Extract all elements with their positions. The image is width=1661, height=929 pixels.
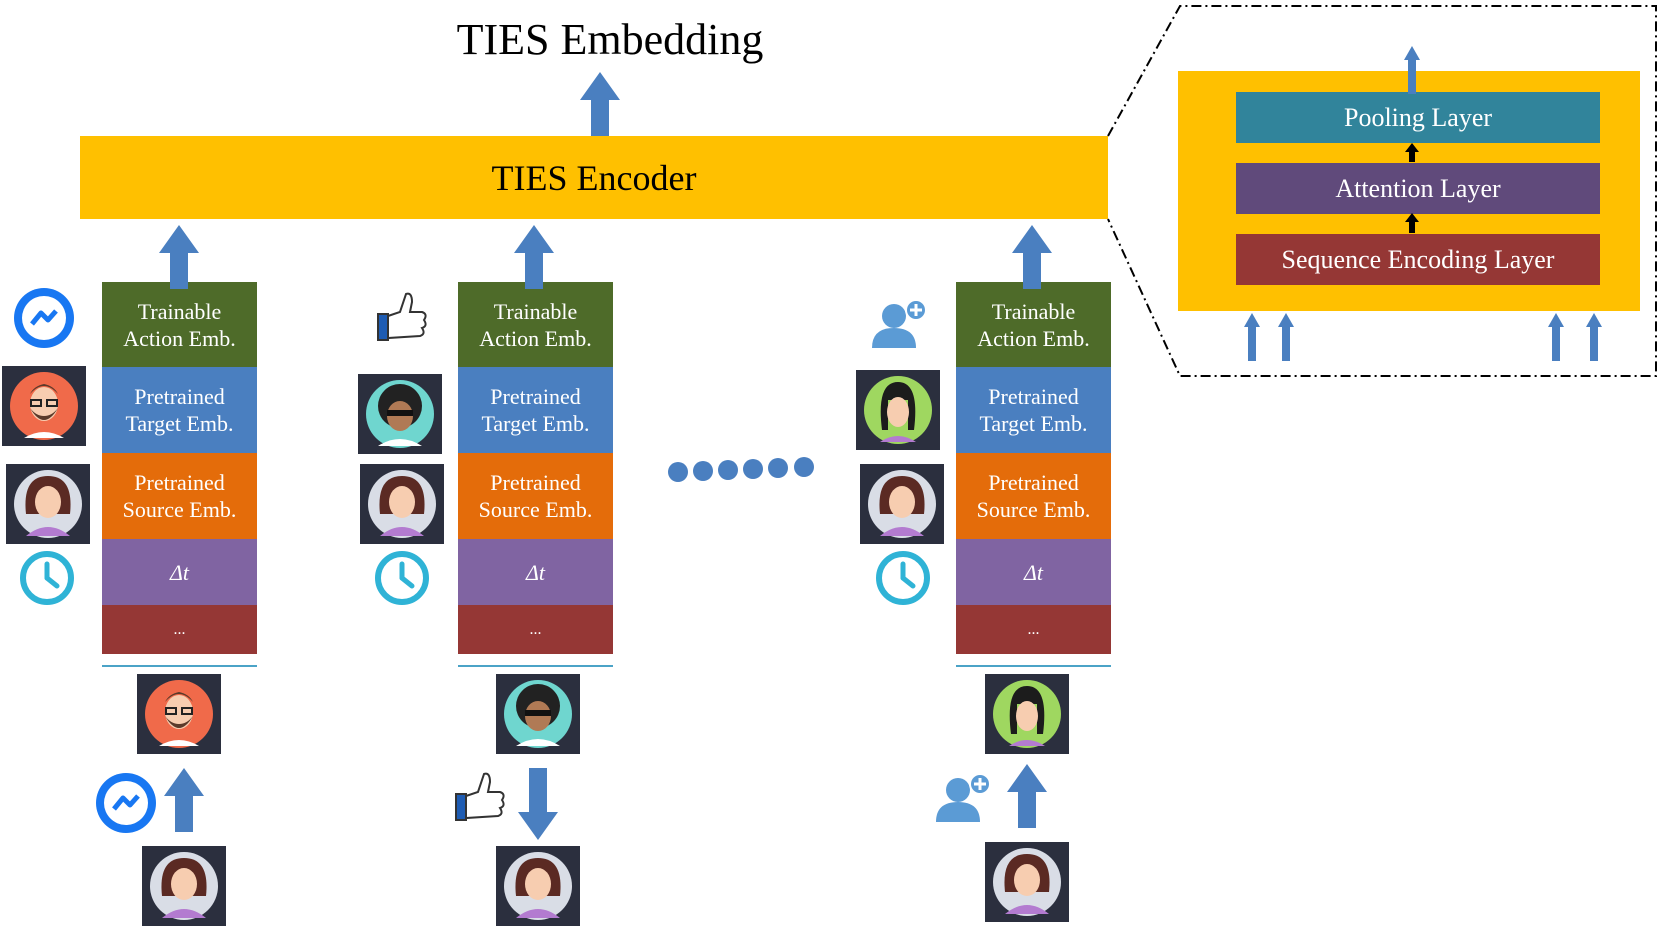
more-block: ...	[102, 605, 257, 654]
inset-input-arrow	[1278, 313, 1294, 361]
pretrained-target-emb: Pretrained Target Emb.	[102, 367, 257, 453]
diagram-title: TIES Embedding	[456, 15, 764, 64]
inset-input-arrow	[1548, 313, 1564, 361]
pretrained-target-emb: Pretrained Target Emb.	[956, 367, 1111, 453]
messenger-icon	[14, 288, 74, 348]
column-separator	[956, 665, 1111, 667]
source-avatar-icon	[985, 842, 1069, 922]
interaction-arrow-down	[518, 768, 558, 840]
sequence-encoding-layer-label: Sequence Encoding Layer	[1281, 244, 1555, 274]
interaction-arrow	[164, 768, 204, 832]
messenger-icon	[96, 773, 156, 833]
column-separator	[458, 665, 613, 667]
column-2-arrow	[514, 225, 554, 289]
add-friend-icon	[934, 772, 992, 824]
more-block: ...	[458, 605, 613, 654]
inset-output-arrow	[1404, 46, 1420, 94]
trainable-action-emb: Trainable Action Emb.	[102, 282, 257, 367]
avatar-icon	[360, 464, 444, 544]
column-3-arrow	[1012, 225, 1052, 289]
attention-layer: Attention Layer	[1236, 163, 1600, 214]
ellipsis-dot	[668, 462, 688, 482]
avatar-icon	[1, 365, 87, 447]
pooling-layer: Pooling Layer	[1236, 92, 1600, 143]
target-avatar-icon	[985, 674, 1069, 754]
avatar-icon	[6, 464, 90, 544]
column-1-arrow	[159, 225, 199, 289]
pooling-layer-label: Pooling Layer	[1343, 102, 1493, 132]
avatar-icon	[856, 370, 940, 450]
thumbs-up-icon	[455, 772, 505, 821]
interaction-arrow	[1007, 764, 1047, 828]
ellipsis-dot	[718, 460, 738, 480]
target-avatar-icon	[496, 674, 580, 754]
ellipsis-dot	[768, 458, 788, 478]
target-avatar-icon	[136, 673, 222, 755]
delta-t-block: Δt	[102, 539, 257, 605]
thumbs-up-icon	[377, 292, 427, 341]
source-avatar-icon	[496, 846, 580, 926]
event-column-1: Trainable Action Emb. Pretrained Target …	[102, 282, 257, 654]
ellipsis-dot	[794, 457, 814, 477]
avatar-icon	[358, 374, 442, 454]
trainable-action-emb: Trainable Action Emb.	[956, 282, 1111, 367]
clock-icon	[23, 554, 71, 602]
layer-arrow	[1405, 213, 1419, 233]
column-separator	[102, 665, 257, 667]
ties-encoder-block: TIES Encoder	[80, 136, 1108, 219]
ellipsis-dot	[743, 459, 763, 479]
sequence-encoding-layer: Sequence Encoding Layer	[1236, 234, 1600, 285]
pretrained-source-emb: Pretrained Source Emb.	[102, 453, 257, 539]
add-friend-icon	[870, 298, 928, 350]
output-arrow	[580, 72, 620, 136]
pretrained-source-emb: Pretrained Source Emb.	[458, 453, 613, 539]
ties-encoder-label: TIES Encoder	[491, 157, 697, 198]
delta-t-block: Δt	[956, 539, 1111, 605]
source-avatar-icon	[142, 846, 226, 926]
inset-input-arrow	[1244, 313, 1260, 361]
ellipsis-dot	[693, 461, 713, 481]
attention-layer-label: Attention Layer	[1335, 173, 1501, 203]
event-column-3: Trainable Action Emb. Pretrained Target …	[956, 282, 1111, 654]
pretrained-target-emb: Pretrained Target Emb.	[458, 367, 613, 453]
layer-arrow	[1405, 143, 1419, 162]
more-block: ...	[956, 605, 1111, 654]
trainable-action-emb: Trainable Action Emb.	[458, 282, 613, 367]
pretrained-source-emb: Pretrained Source Emb.	[956, 453, 1111, 539]
event-column-2: Trainable Action Emb. Pretrained Target …	[458, 282, 613, 654]
clock-icon	[378, 554, 426, 602]
clock-icon	[879, 554, 927, 602]
avatar-icon	[860, 464, 944, 544]
inset-input-arrow	[1586, 313, 1602, 361]
delta-t-block: Δt	[458, 539, 613, 605]
